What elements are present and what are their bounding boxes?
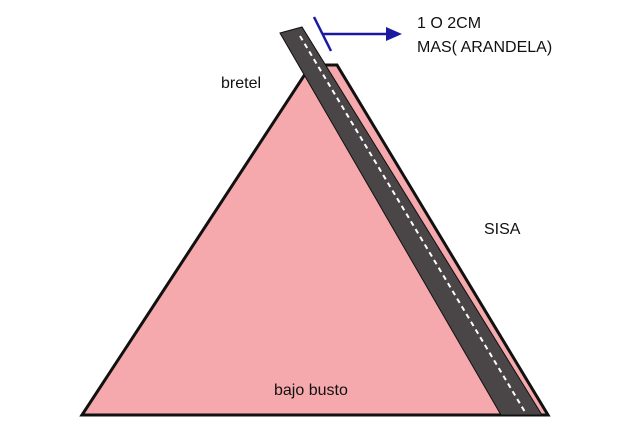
bretel-label: bretel [221, 75, 261, 92]
annotation-label-line1: 1 O 2CM [417, 15, 481, 32]
strap-band [279, 26, 543, 416]
arrow-head-icon [386, 27, 402, 41]
triangle-pattern-piece [79, 63, 551, 417]
annotation-label-line2: MAS( ARANDELA) [417, 39, 552, 56]
bajo-busto-label: bajo busto [274, 382, 348, 399]
stitch-line [299, 35, 526, 413]
sisa-label: SISA [484, 221, 521, 238]
